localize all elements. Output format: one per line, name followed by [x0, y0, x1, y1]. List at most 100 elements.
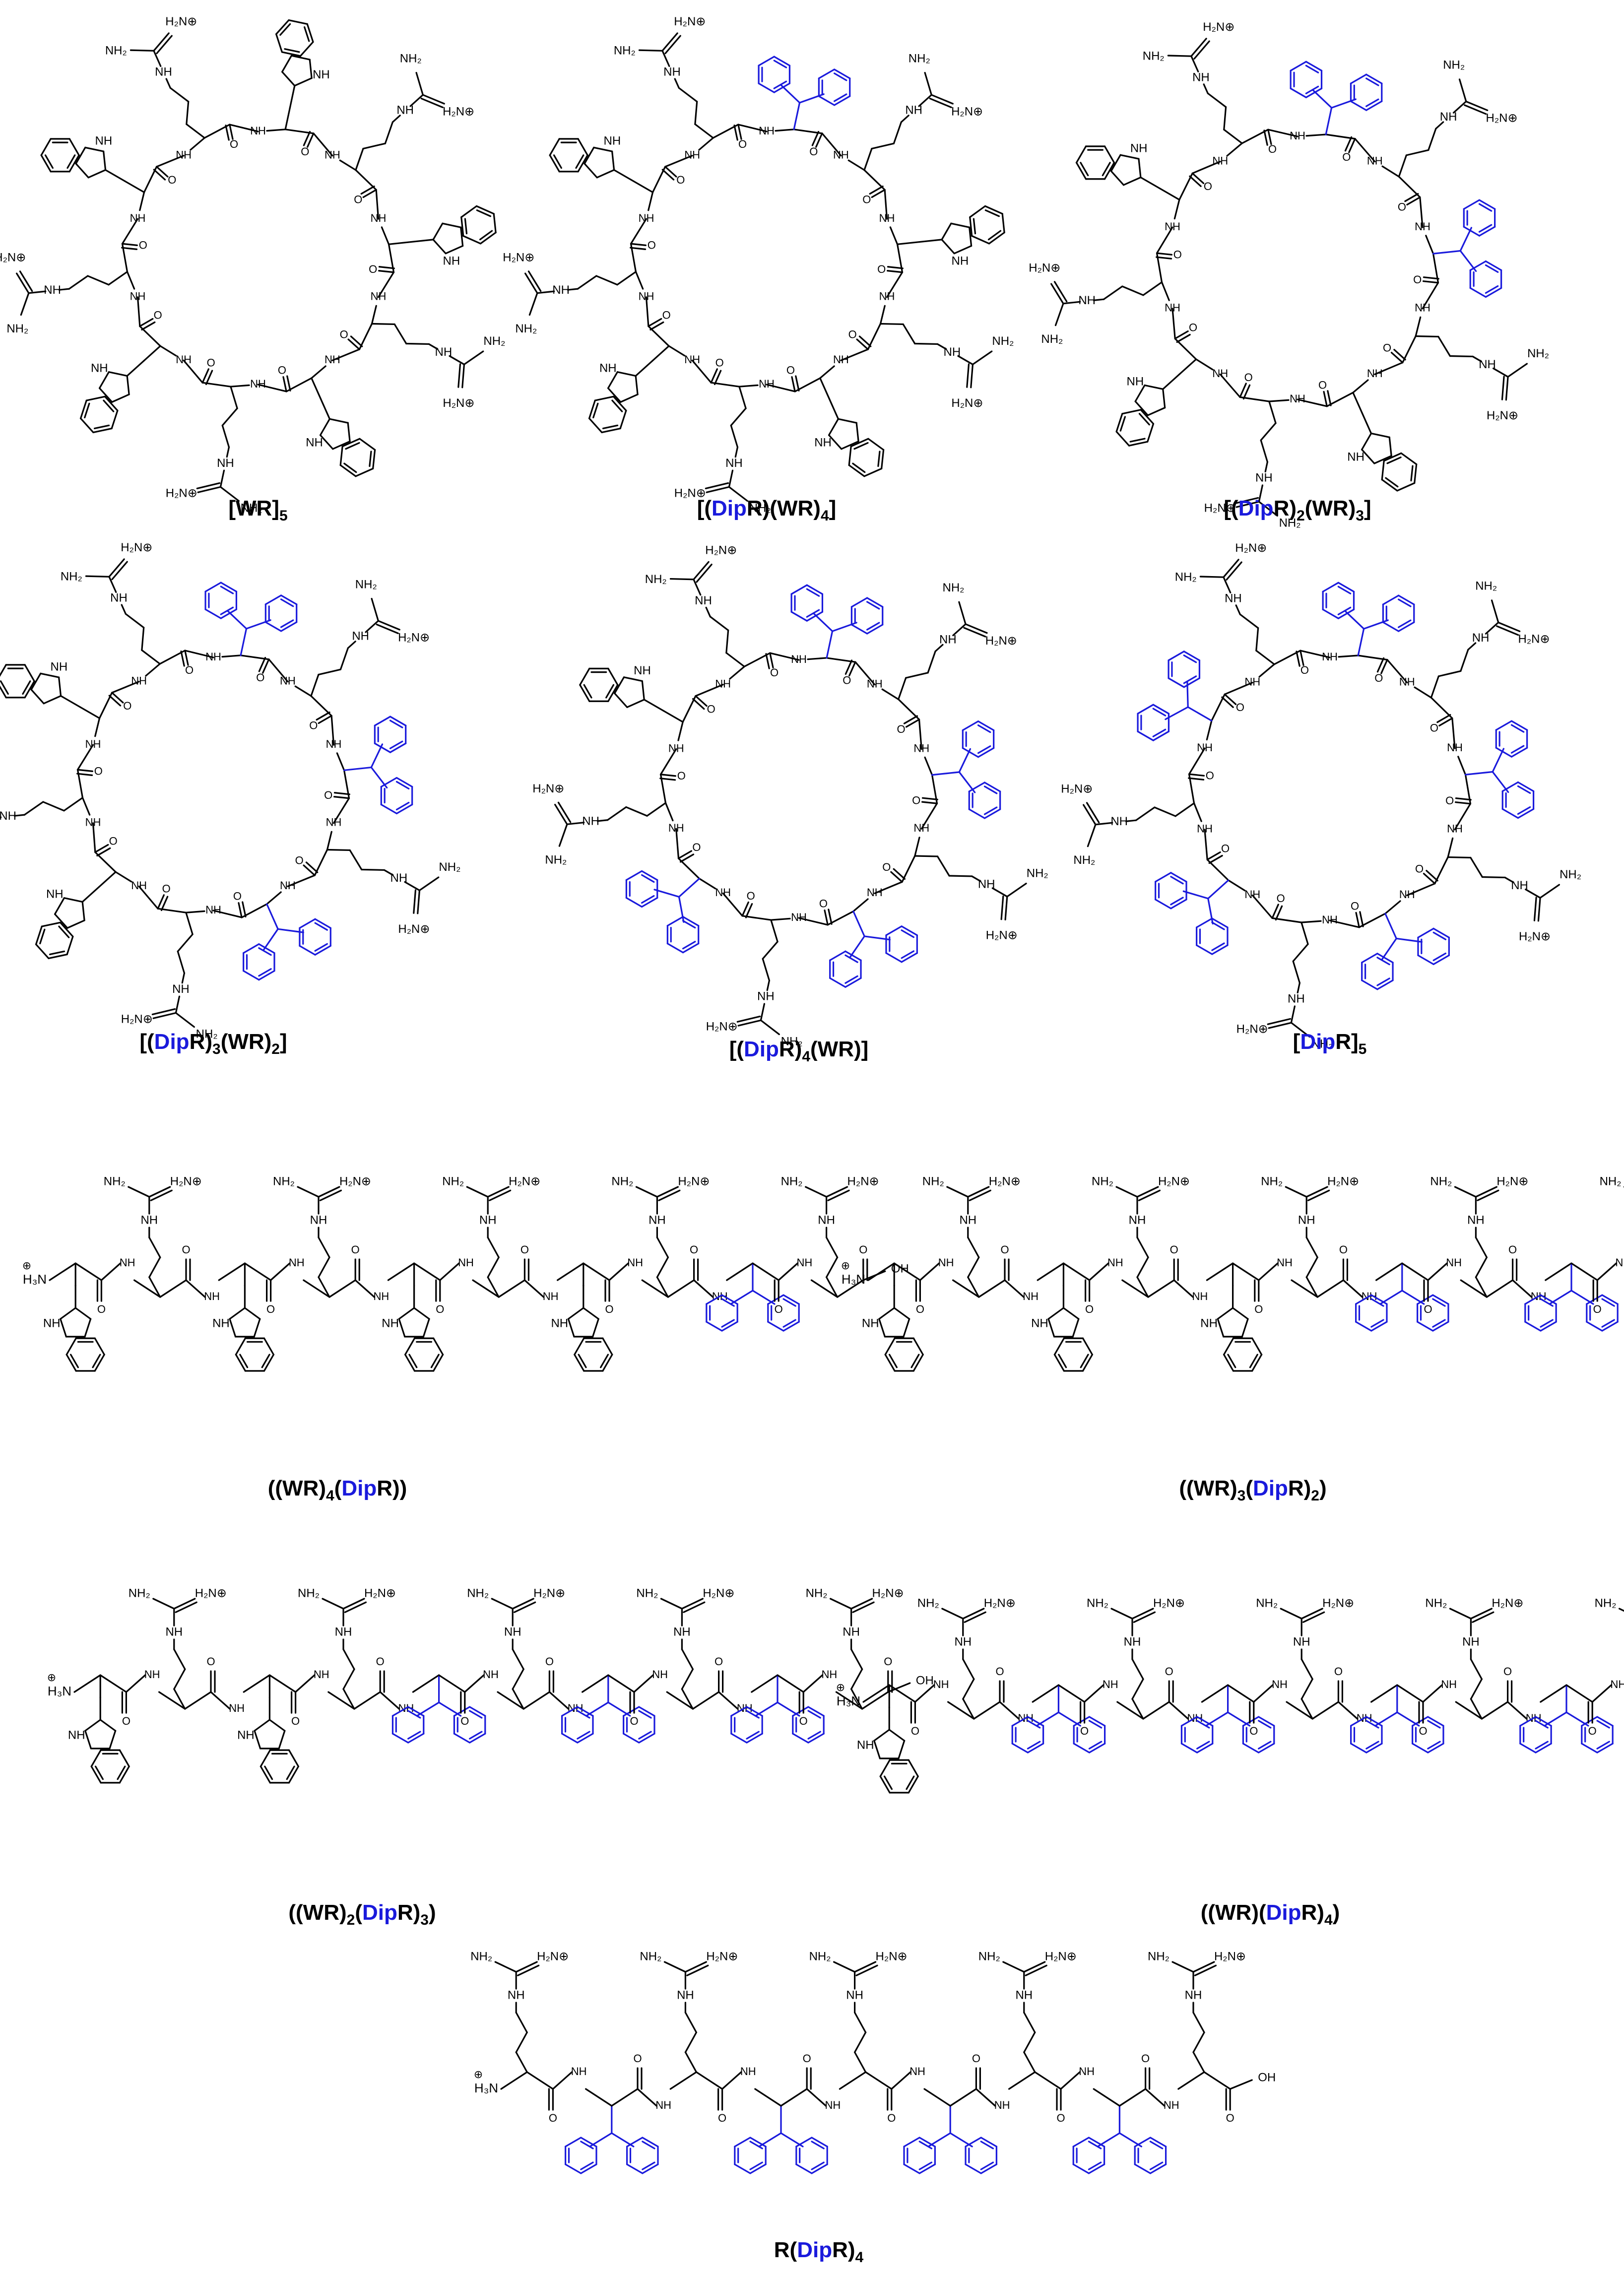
charge-label: ⊕ [47, 1671, 56, 1684]
bond [344, 1601, 367, 1613]
bond [1138, 1189, 1161, 1201]
bond [1419, 196, 1424, 228]
bond [1232, 1262, 1260, 1281]
bond [678, 87, 698, 103]
bond [119, 1765, 130, 1784]
bond [645, 296, 650, 327]
bond [777, 1674, 804, 1693]
bond [918, 94, 932, 107]
bond [682, 919, 696, 929]
bond [468, 1731, 483, 1740]
bond [288, 19, 308, 25]
guanidinium-label: H₂N⊕ [165, 15, 197, 28]
bond [828, 397, 839, 420]
bond [1470, 1698, 1483, 1720]
bond [100, 1262, 122, 1281]
bond [1469, 287, 1487, 298]
bond [1110, 154, 1121, 172]
bond [1054, 303, 1064, 326]
bond [648, 191, 654, 211]
bond [828, 909, 833, 925]
bond [577, 1710, 590, 1719]
bond [242, 901, 247, 917]
bond [59, 921, 74, 938]
bond [780, 84, 801, 104]
caption-dipr4wr1: [(DipR)4(WR)] [729, 1037, 869, 1065]
bond [1118, 2088, 1147, 2107]
bond [566, 822, 585, 825]
bond [1183, 651, 1201, 661]
bond [1196, 1716, 1214, 1727]
bond [855, 422, 859, 443]
amine-label: NH₂ [1148, 1950, 1169, 1963]
amine-label: NH₂ [439, 860, 460, 874]
bond [681, 1688, 694, 1710]
bond [1263, 130, 1268, 146]
amine-label: NH₂ [781, 1035, 803, 1048]
bond [767, 1321, 784, 1332]
bond [941, 239, 955, 255]
carbonyl-o-label: O [1189, 321, 1197, 333]
carbonyl-o-label: O [1244, 371, 1253, 384]
bond [853, 1961, 877, 1973]
bond [136, 296, 141, 327]
bond [890, 871, 903, 883]
bond [1104, 145, 1115, 164]
bond [84, 146, 105, 152]
bond [1423, 276, 1439, 280]
bond [318, 1276, 330, 1298]
bond [1517, 808, 1535, 819]
bond [567, 288, 579, 291]
bond [148, 1256, 161, 1278]
bond [1355, 1321, 1372, 1332]
bond [1191, 161, 1221, 174]
bond [108, 371, 128, 377]
bond [825, 1256, 839, 1278]
bond [977, 720, 995, 731]
bond [1376, 957, 1390, 966]
bond [721, 1298, 735, 1307]
bond [866, 601, 880, 610]
bond [1082, 1337, 1093, 1356]
bond [1535, 1720, 1549, 1729]
bond [1365, 100, 1383, 111]
bond [1121, 1279, 1149, 1298]
bond [612, 395, 627, 412]
bond [359, 438, 376, 451]
bond [741, 901, 749, 917]
guanidinium-label: H₂N⊕ [533, 1586, 565, 1600]
bond [869, 185, 884, 195]
amine-label: NH₂ [298, 1586, 320, 1600]
bond [1023, 1961, 1046, 1973]
bond [1485, 621, 1499, 635]
bond [491, 1598, 514, 1610]
bond [819, 365, 835, 379]
caption-lin-rdipr4: R(DipR)4 [774, 2238, 864, 2266]
bond [775, 129, 795, 132]
bond [328, 1279, 356, 1298]
bond [885, 952, 903, 963]
dip-sidechain [204, 582, 298, 656]
bond [1601, 1319, 1615, 1328]
bond [1194, 1964, 1217, 1976]
amine-label: NH₂ [1175, 571, 1197, 584]
bond [362, 189, 377, 198]
bond [1412, 1743, 1429, 1754]
bond [412, 1674, 440, 1693]
bond [1427, 1720, 1441, 1729]
bond [1405, 149, 1429, 156]
bond [115, 871, 132, 883]
bond [1406, 883, 1436, 896]
bond [39, 928, 46, 945]
amine-label: NH₂ [943, 581, 965, 594]
bond [827, 1189, 850, 1201]
bond [169, 87, 190, 103]
carbonyl-o-label: O [995, 1665, 1004, 1678]
bond [721, 1294, 738, 1305]
bond [1137, 730, 1154, 741]
bond [581, 1674, 609, 1693]
